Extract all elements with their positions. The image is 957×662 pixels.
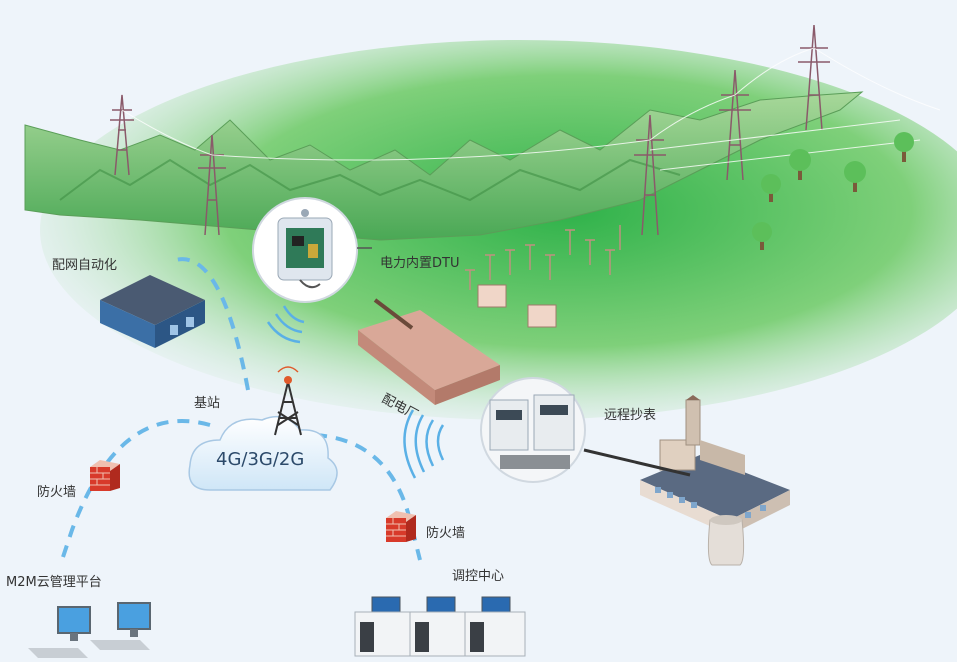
label-network: 4G/3G/2G bbox=[216, 449, 305, 470]
mountain-range bbox=[24, 91, 864, 241]
signal-wave-meter bbox=[403, 409, 445, 479]
firewall-icon bbox=[90, 460, 120, 491]
power-plant-building bbox=[358, 298, 500, 405]
label-firewall-left: 防火墙 bbox=[37, 485, 77, 500]
server-icon bbox=[354, 596, 416, 657]
warehouse-icon bbox=[100, 275, 205, 348]
server-icon bbox=[409, 596, 471, 657]
factory-icon bbox=[640, 395, 790, 566]
tree-icon bbox=[844, 161, 866, 192]
power-lines bbox=[121, 47, 941, 171]
label-m2m-platform: M2M云管理平台 bbox=[6, 575, 102, 590]
meter-connector bbox=[583, 448, 691, 477]
meter-icon bbox=[480, 377, 586, 483]
tree-icon bbox=[761, 174, 781, 202]
label-control-center: 调控中心 bbox=[452, 569, 505, 584]
wireless-links bbox=[60, 257, 422, 561]
signal-tower-icon bbox=[274, 366, 302, 436]
label-remote-meter: 远程抄表 bbox=[604, 408, 657, 423]
substation bbox=[465, 225, 621, 328]
tree-icon bbox=[894, 132, 914, 162]
label-distribution-automation: 配网自动化 bbox=[52, 258, 118, 273]
label-firewall-right: 防火墙 bbox=[426, 526, 466, 541]
dtu-device-icon bbox=[252, 197, 358, 303]
label-dtu: 电力内置DTU bbox=[380, 256, 460, 271]
tree-icon bbox=[789, 149, 811, 180]
firewall-icon bbox=[386, 511, 416, 542]
tree-icon bbox=[752, 222, 772, 250]
server-icon bbox=[464, 596, 526, 657]
label-base-station: 基站 bbox=[194, 396, 221, 411]
mountain-ridge bbox=[59, 158, 681, 202]
computer-icon bbox=[28, 606, 91, 658]
signal-wave-dtu bbox=[266, 305, 305, 344]
computer-icon bbox=[90, 602, 151, 650]
